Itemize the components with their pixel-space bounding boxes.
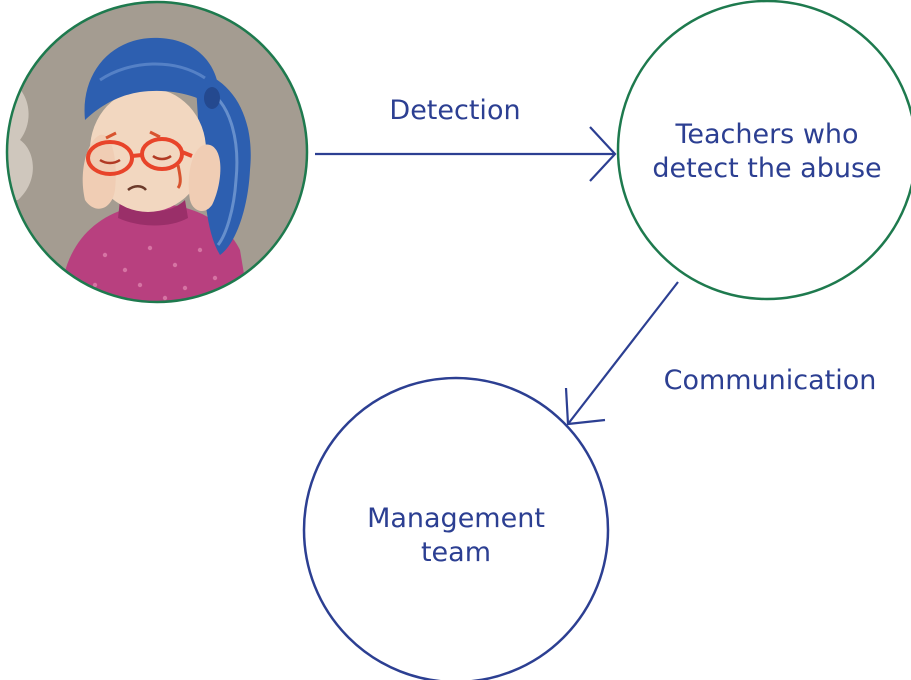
child-illustration-node (5, 0, 309, 304)
management-node-circle (302, 376, 610, 680)
detection-arrow (315, 126, 617, 182)
management-node-label: Management team (336, 502, 576, 570)
detection-label: Detection (389, 95, 521, 126)
teachers-node-label: Teachers who detect the abuse (627, 118, 907, 186)
management-label-line2: team (420, 537, 492, 568)
teachers-node-circle (616, 0, 911, 301)
communication-arrow (564, 281, 679, 426)
teachers-label-line2: detect the abuse (652, 153, 882, 184)
management-label-line1: Management (367, 503, 545, 534)
communication-label: Communication (663, 365, 877, 396)
teachers-label-line1: Teachers who (675, 119, 859, 150)
